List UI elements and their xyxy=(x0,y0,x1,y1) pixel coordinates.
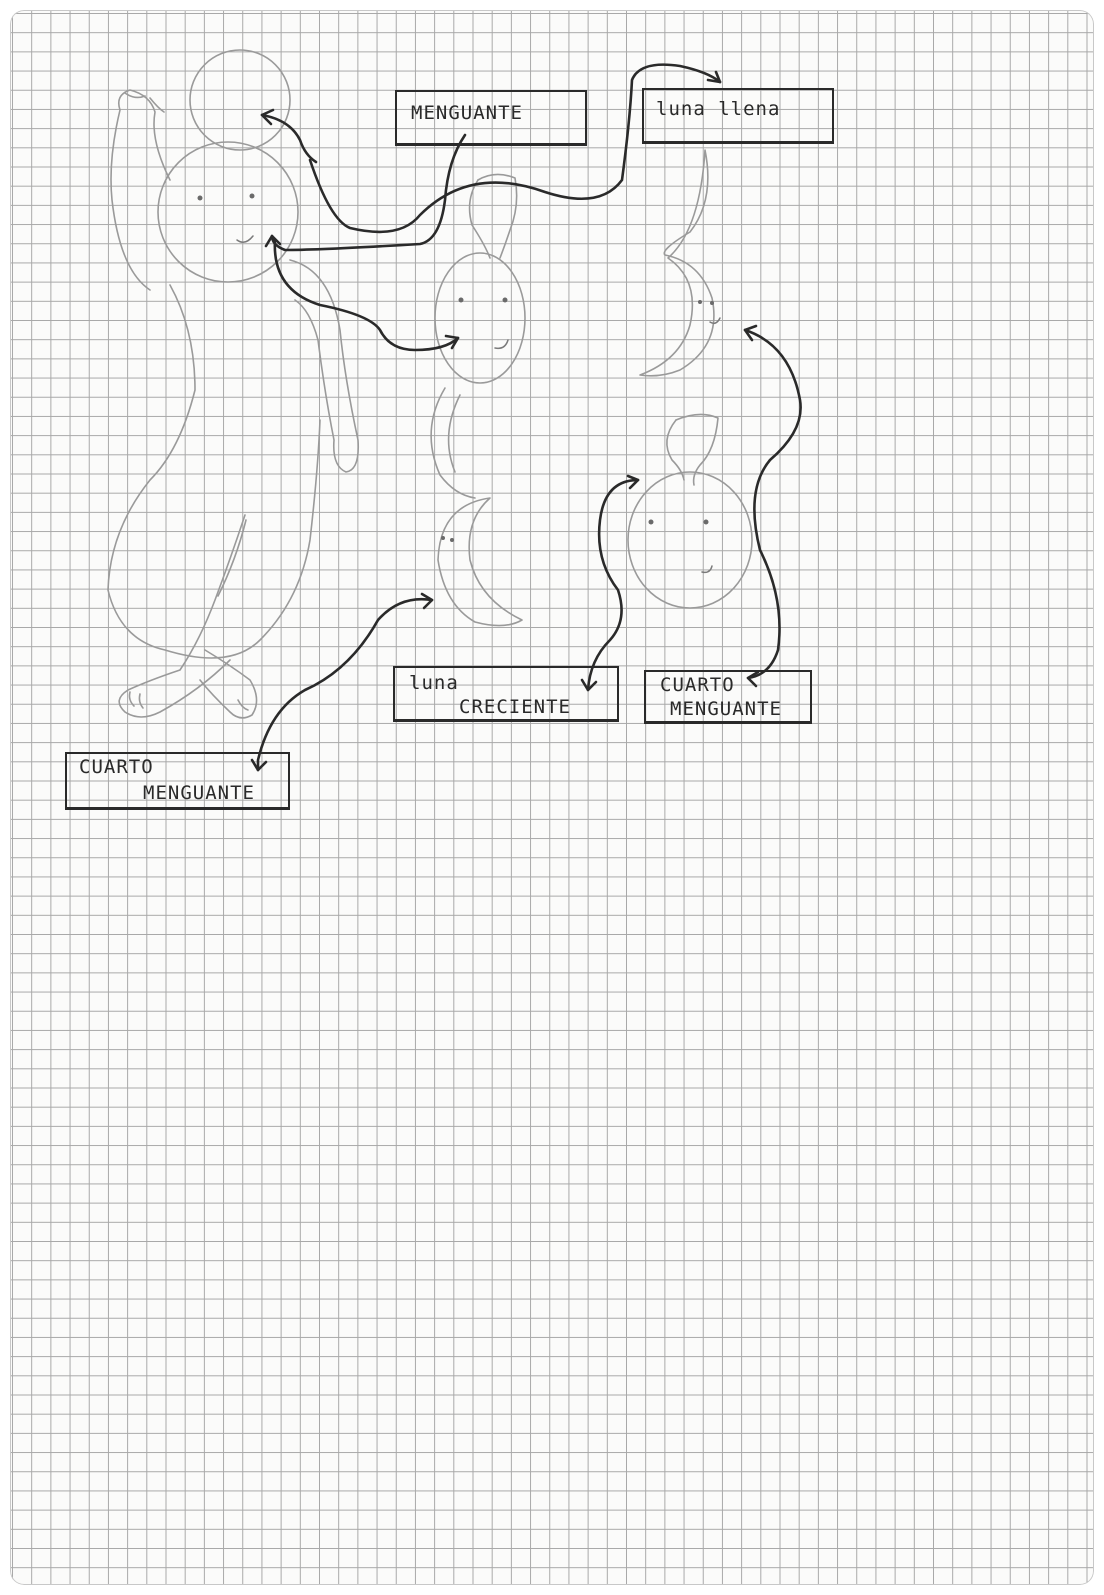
left-figure-sketch xyxy=(108,50,358,718)
label-menguante-text: MENGUANTE xyxy=(411,102,523,126)
label-cuarto-menguante-right-line2: MENGUANTE xyxy=(670,698,782,722)
label-menguante: MENGUANTE xyxy=(395,90,587,146)
arrow-menguante-to-head xyxy=(272,135,465,250)
label-cuarto-menguante-left-line2: MENGUANTE xyxy=(143,782,255,806)
label-cuarto-menguante-right: CUARTO MENGUANTE xyxy=(644,670,812,724)
middle-figure-head xyxy=(435,253,525,383)
label-luna-creciente-line1: luna xyxy=(409,672,459,696)
label-cuarto-menguante-left-line1: CUARTO xyxy=(79,756,154,780)
right-figure-head xyxy=(628,472,752,608)
label-cuarto-menguante-left: CUARTO MENGUANTE xyxy=(65,752,290,810)
small-moon-circle xyxy=(190,50,290,150)
middle-crescent xyxy=(438,498,522,626)
label-luna-llena-text: luna llena xyxy=(656,98,780,122)
label-cuarto-menguante-right-line1: CUARTO xyxy=(660,674,735,698)
arrow-head-to-middle-face xyxy=(275,240,458,350)
arrow-cuarto-menguante-right xyxy=(745,330,801,678)
middle-figure-sketch xyxy=(431,174,525,625)
arrow-luna-creciente-to-right-face xyxy=(588,480,638,690)
label-luna-creciente: luna CRECIENTE xyxy=(393,666,619,722)
right-crescent-sketch xyxy=(640,150,720,376)
label-luna-creciente-line2: CRECIENTE xyxy=(459,696,571,720)
label-luna-llena: luna llena xyxy=(642,88,834,144)
right-figure-sketch xyxy=(628,414,752,608)
